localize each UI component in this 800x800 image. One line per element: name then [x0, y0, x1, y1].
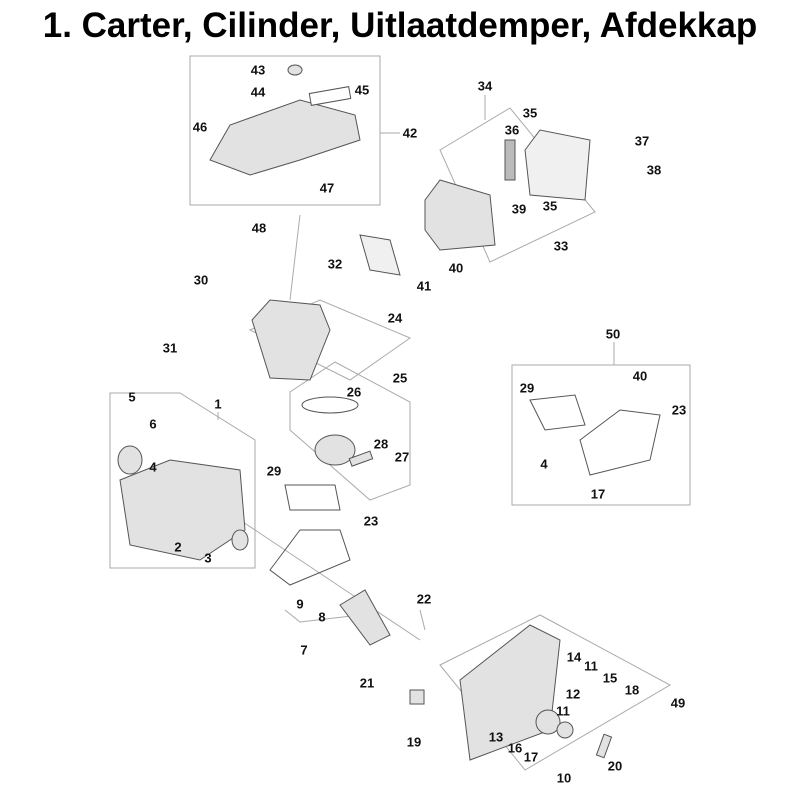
callout-35: 35: [542, 198, 558, 214]
callout-35: 35: [522, 105, 538, 121]
callout-7: 7: [300, 642, 308, 658]
callout-40: 40: [448, 260, 464, 276]
callout-47: 47: [319, 180, 335, 196]
callout-40: 40: [632, 368, 648, 384]
muffler-part: [424, 179, 496, 251]
gasket-41: [359, 234, 401, 276]
callout-34: 34: [477, 78, 493, 94]
callout-24: 24: [387, 310, 403, 326]
callout-37: 37: [634, 133, 650, 149]
callout-44: 44: [250, 84, 266, 100]
callout-27: 27: [394, 449, 410, 465]
piston-ring: [301, 396, 359, 414]
callout-4: 4: [149, 459, 157, 475]
callout-29: 29: [266, 463, 282, 479]
callout-16: 16: [507, 740, 523, 756]
crankcase-part: [119, 459, 246, 561]
callout-43: 43: [250, 62, 266, 78]
callout-20: 20: [607, 758, 623, 774]
callout-9: 9: [296, 596, 304, 612]
callout-3: 3: [204, 550, 212, 566]
piston-part: [314, 434, 356, 466]
group-box-42: [189, 55, 381, 206]
group-box-25: [289, 361, 411, 501]
group-box-50: [511, 364, 691, 506]
callout-26: 26: [346, 384, 362, 400]
callout-48: 48: [251, 220, 267, 236]
callout-33: 33: [553, 238, 569, 254]
callout-13: 13: [488, 729, 504, 745]
group-box-1: [109, 392, 256, 569]
callout-11: 11: [584, 658, 598, 674]
top-cover-part: [209, 99, 361, 176]
callout-21: 21: [359, 675, 375, 691]
diagram-title: 1. Carter, Cilinder, Uitlaatdemper, Afde…: [42, 6, 758, 45]
callout-19: 19: [406, 734, 422, 750]
group50-gasket: [529, 394, 586, 431]
callout-15: 15: [602, 670, 618, 686]
crankcase-half-part: [459, 624, 561, 761]
callout-10: 10: [556, 770, 572, 786]
callout-28: 28: [373, 436, 389, 452]
callout-17: 17: [590, 486, 606, 502]
callout-49: 49: [670, 695, 686, 711]
callout-30: 30: [193, 272, 209, 288]
callout-31: 31: [162, 340, 178, 356]
callout-36: 36: [504, 122, 520, 138]
callout-32: 32: [327, 256, 343, 272]
callout-41: 41: [416, 278, 432, 294]
gasket-23: [269, 529, 351, 586]
callout-22: 22: [416, 591, 432, 607]
gasket-29: [284, 484, 341, 511]
callout-39: 39: [511, 201, 527, 217]
callout-5: 5: [128, 389, 136, 405]
callout-1: 1: [214, 396, 222, 412]
callout-4: 4: [540, 456, 548, 472]
callout-8: 8: [318, 609, 326, 625]
callout-23: 23: [671, 402, 687, 418]
crankshaft-part: [339, 589, 391, 646]
callout-50: 50: [605, 326, 621, 342]
callout-18: 18: [624, 682, 640, 698]
callout-25: 25: [392, 370, 408, 386]
callout-2: 2: [174, 539, 182, 555]
callout-38: 38: [646, 162, 662, 178]
cylinder-part: [251, 299, 331, 381]
callout-45: 45: [354, 82, 370, 98]
callout-17: 17: [523, 749, 539, 765]
callout-46: 46: [192, 119, 208, 135]
callout-12: 12: [565, 686, 581, 702]
callout-23: 23: [363, 513, 379, 529]
muffler-cover-part: [524, 129, 591, 201]
callout-42: 42: [402, 125, 418, 141]
callout-14: 14: [566, 649, 582, 665]
callout-11: 11: [556, 703, 570, 719]
callout-6: 6: [149, 416, 157, 432]
callout-29: 29: [519, 380, 535, 396]
